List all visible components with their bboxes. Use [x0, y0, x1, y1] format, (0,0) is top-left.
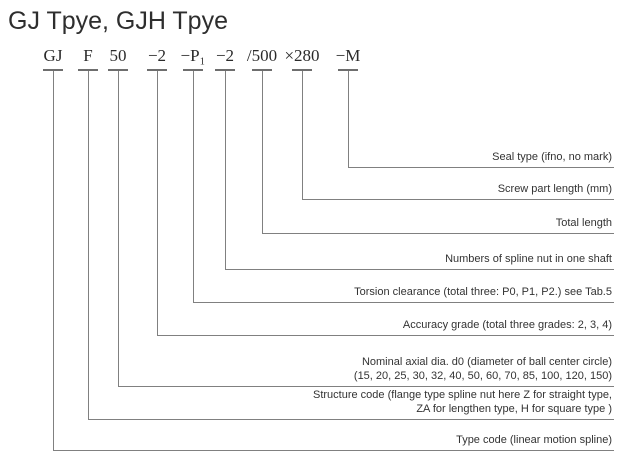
code-segment-text: −2: [147, 46, 167, 65]
code-segment-text: ×280: [284, 46, 320, 65]
tick-mark: [43, 69, 63, 71]
page-title: GJ Tpye, GJH Tpye: [8, 7, 228, 35]
segment-label: Screw part length (mm): [497, 183, 612, 195]
segment-label: Accuracy grade (total three grades: 2, 3…: [402, 319, 612, 331]
code-segment-text: −2: [215, 46, 235, 65]
segment-label: Seal type (ifno, no mark): [492, 151, 612, 163]
leader-line-vertical: [193, 71, 194, 302]
leader-line-horizontal: [225, 269, 614, 270]
tick-mark: [292, 69, 312, 71]
code-segment-text: /500: [246, 46, 278, 65]
leader-line-vertical: [88, 71, 89, 419]
leader-line-vertical: [302, 71, 303, 199]
code-segment-text: GJ: [43, 46, 63, 65]
leader-line-horizontal: [302, 199, 614, 200]
code-segment-text: 50: [109, 46, 127, 65]
leader-line-vertical: [118, 71, 119, 386]
leader-line-horizontal: [262, 233, 614, 234]
leader-line-vertical: [157, 71, 158, 335]
segment-label: Type code (linear motion spline): [456, 434, 612, 446]
tick-mark: [215, 69, 235, 71]
tick-mark: [183, 69, 203, 71]
code-segment-text: F: [83, 46, 93, 65]
leader-line-vertical: [53, 71, 54, 450]
segment-label: Torsion clearance (total three: P0, P1, …: [354, 286, 612, 298]
tick-mark: [338, 69, 358, 71]
tick-mark: [78, 69, 98, 71]
leader-line-horizontal: [88, 419, 614, 420]
segment-label: Total length: [555, 217, 612, 229]
leader-line-horizontal: [53, 450, 614, 451]
leader-line-horizontal: [118, 386, 614, 387]
leader-line-horizontal: [157, 335, 614, 336]
tick-mark: [108, 69, 128, 71]
leader-line-vertical: [225, 71, 226, 269]
leader-line-vertical: [348, 71, 349, 167]
tick-mark: [252, 69, 272, 71]
code-segment-text: −P₁: [180, 46, 206, 65]
code-segment-text: −M: [335, 46, 361, 65]
segment-label: Structure code (flange type spline nut h…: [313, 389, 612, 415]
segment-label: Numbers of spline nut in one shaft: [445, 253, 612, 265]
leader-line-horizontal: [193, 302, 614, 303]
segment-label: Nominal axial dia. d0 (diameter of ball …: [353, 356, 612, 382]
tick-mark: [147, 69, 167, 71]
leader-line-vertical: [262, 71, 263, 233]
leader-line-horizontal: [348, 167, 614, 168]
